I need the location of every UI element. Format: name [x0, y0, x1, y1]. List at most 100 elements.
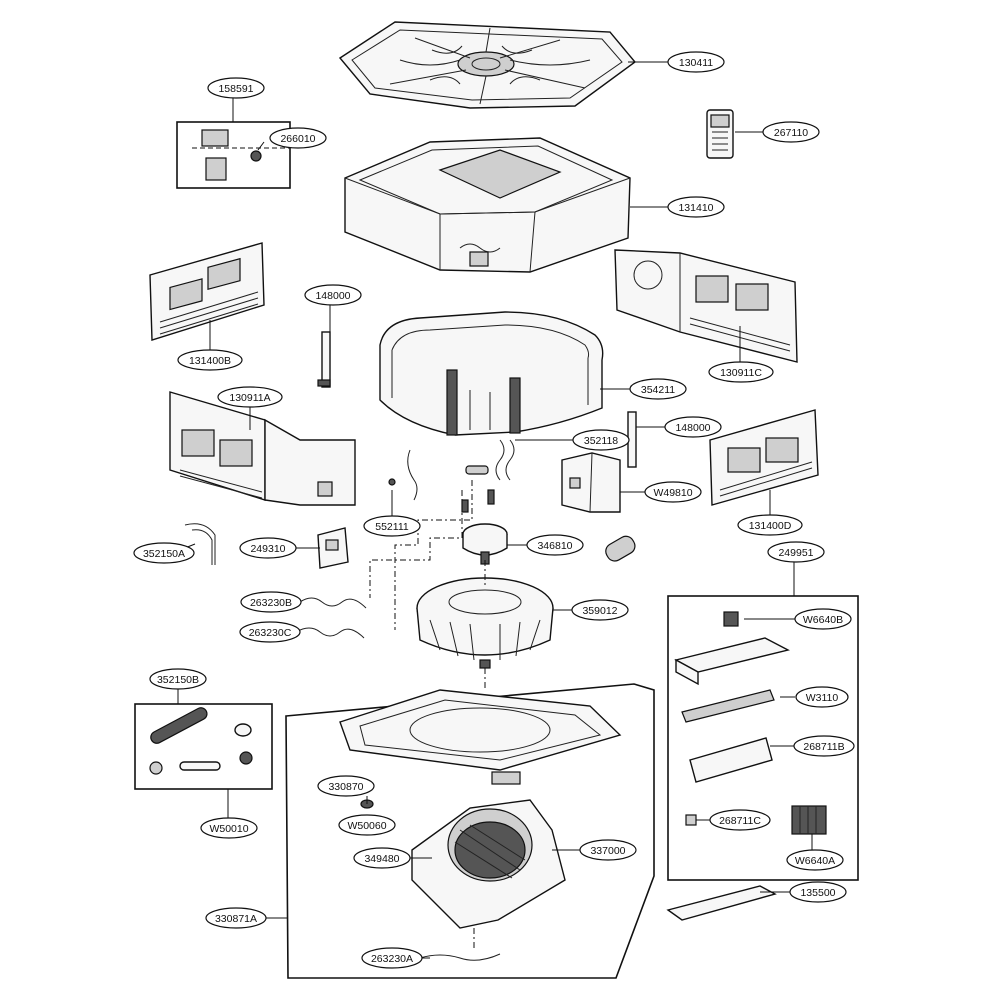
callout-263230A: 263230A [361, 947, 423, 969]
callout-263230B: 263230B [240, 591, 302, 613]
svg-text:352150A: 352150A [143, 548, 185, 560]
callout-131400D: 131400D [737, 514, 803, 536]
svg-text:337000: 337000 [590, 845, 625, 857]
svg-text:330870: 330870 [328, 781, 363, 793]
callout-130411: 130411 [667, 51, 725, 73]
callout-552111: 552111 [363, 515, 421, 537]
svg-text:249310: 249310 [250, 543, 285, 555]
heat-exchanger [379, 311, 604, 436]
svg-text:130911A: 130911A [229, 392, 270, 404]
callout-266010: 266010 [269, 127, 327, 149]
fixture-brackets [192, 129, 290, 181]
callout-349480: 349480 [353, 847, 411, 869]
control-box-lid-135500 [666, 885, 777, 921]
callout-130911A: 130911A [217, 386, 283, 408]
main-cabinet [344, 137, 631, 273]
callout-267110: 267110 [762, 121, 820, 143]
callout-359012: 359012 [571, 599, 629, 621]
svg-text:148000: 148000 [675, 422, 710, 434]
svg-text:W49810: W49810 [653, 487, 692, 499]
pipe-352150A [184, 523, 216, 565]
pcb-bracket [681, 689, 775, 723]
svg-text:268711B: 268711B [803, 741, 844, 753]
leader-lines [177, 61, 813, 959]
display-pcb-268711C [685, 814, 697, 826]
callout-337000: 337000 [579, 839, 637, 861]
callout-354211: 354211 [629, 378, 687, 400]
callout-249310: 249310 [239, 537, 297, 559]
svg-text:158591: 158591 [218, 83, 253, 95]
svg-text:W50060: W50060 [347, 820, 386, 832]
svg-text:W6640B: W6640B [803, 614, 843, 626]
callout-352150A: 352150A [133, 542, 195, 564]
callout-148000-right: 148000 [664, 416, 722, 438]
svg-text:267110: 267110 [774, 127, 808, 139]
svg-text:263230A: 263230A [371, 953, 413, 965]
callout-W6640B: W6640B [794, 608, 852, 630]
svg-text:352118: 352118 [584, 435, 618, 447]
turbo-fan [416, 577, 554, 669]
callout-W6640A: W6640A [786, 849, 844, 871]
sensor-552111 [388, 449, 418, 501]
wire-harness-263230C [295, 627, 365, 639]
callout-W49810: W49810 [644, 481, 702, 503]
svg-text:330871A: 330871A [215, 913, 257, 925]
svg-text:354211: 354211 [641, 384, 675, 396]
callout-352118: 352118 [572, 429, 630, 451]
terminal-block-W6640B [723, 611, 739, 627]
callout-158591: 158591 [207, 77, 265, 99]
svg-text:W6640A: W6640A [795, 855, 835, 867]
svg-text:266010: 266010 [280, 133, 315, 145]
callout-263230C: 263230C [239, 621, 301, 643]
side-panel-130911A [169, 391, 356, 506]
drain-pump-cover [561, 452, 621, 513]
fixture-kit-box [176, 121, 291, 189]
pipe-cap [605, 535, 636, 562]
side-panel-131400D [709, 409, 819, 506]
bracket-148000-left [317, 331, 331, 388]
svg-text:263230B: 263230B [250, 597, 292, 609]
svg-text:135500: 135500 [800, 887, 835, 899]
svg-text:552111: 552111 [375, 521, 409, 533]
pipe-assembly-352118 [465, 439, 515, 481]
side-panel-130911C [614, 249, 798, 363]
fan-motor [461, 489, 508, 565]
svg-text:130911C: 130911C [720, 367, 762, 379]
svg-text:352150B: 352150B [157, 674, 199, 686]
callout-330870: 330870 [317, 775, 375, 797]
svg-text:349480: 349480 [364, 853, 399, 865]
callout-346810: 346810 [526, 534, 584, 556]
callout-268711C: 268711C [709, 809, 771, 831]
callout-131400B: 131400B [177, 349, 243, 371]
svg-text:346810: 346810 [537, 540, 572, 552]
svg-text:131410: 131410 [678, 202, 713, 214]
control-box-kit-frame [667, 595, 859, 881]
callout-352150B: 352150B [149, 668, 207, 690]
bell-mouth-349480 [411, 799, 566, 929]
svg-text:131400B: 131400B [189, 355, 231, 367]
top-grille-panel [338, 21, 637, 109]
installation-kit-box [134, 703, 273, 790]
drain-pan-assembly-frame [285, 683, 655, 979]
callout-W3110: W3110 [795, 686, 849, 708]
callout-268711B: 268711B [793, 735, 855, 757]
callout-249951: 249951 [767, 541, 825, 563]
installation-kit-parts [149, 707, 253, 775]
svg-text:263230C: 263230C [249, 627, 292, 639]
svg-text:W50010: W50010 [209, 823, 248, 835]
wire-harness-263230A [419, 953, 501, 961]
terminal-block-W6640A [791, 805, 827, 835]
svg-text:131400D: 131400D [749, 520, 792, 532]
control-box-cover-W3110 [674, 637, 790, 686]
svg-text:148000: 148000 [315, 290, 350, 302]
wire-harness-263230B [299, 597, 367, 609]
callout-131410: 131410 [667, 196, 725, 218]
callout-W50060: W50060 [338, 814, 396, 836]
callout-W50010: W50010 [200, 817, 258, 839]
svg-text:268711C: 268711C [719, 815, 761, 827]
drain-pan-330870 [339, 689, 622, 785]
svg-text:130411: 130411 [679, 57, 713, 69]
callout-330871A: 330871A [205, 907, 267, 929]
svg-text:W3110: W3110 [806, 692, 839, 704]
